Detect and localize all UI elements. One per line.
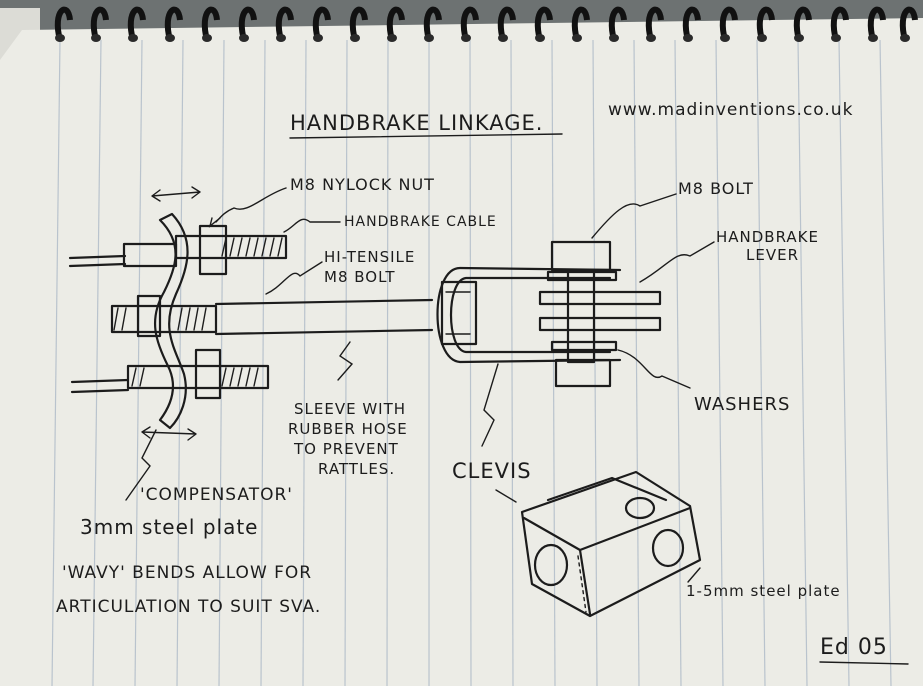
handbrake-lever-plate xyxy=(538,290,662,306)
label-m8-bolt-small: M8 BOLT xyxy=(324,268,396,286)
clevis-loop xyxy=(436,266,622,364)
rubber-hose-sleeve xyxy=(214,298,434,336)
compensator-assembly xyxy=(68,186,434,441)
label-clevis: CLEVIS xyxy=(452,459,532,483)
label-handbrake-cable: HANDBRAKE CABLE xyxy=(344,214,497,230)
clevis-hole-right xyxy=(651,528,685,568)
page-title: HANDBRAKE LINKAGE. xyxy=(290,111,543,135)
label-wavy-1: 'WAVY' BENDS ALLOW FOR xyxy=(62,563,312,583)
label-lever: LEVER xyxy=(746,246,799,264)
middle-threaded-rod xyxy=(110,304,218,334)
signature: Ed 05 xyxy=(820,635,888,660)
label-m8-bolt: M8 BOLT xyxy=(678,179,754,198)
clevis-perspective-sketch xyxy=(520,470,702,618)
clevis-bolt-head xyxy=(440,280,478,346)
washer-top xyxy=(546,270,618,282)
handbrake-lever-plate-2 xyxy=(538,316,662,332)
label-handbrake: HANDBRAKE xyxy=(716,228,819,246)
label-compensator: 'COMPENSATOR' xyxy=(140,485,293,505)
label-hi-tensile: HI-TENSILE xyxy=(324,248,415,266)
diagram-labels: HANDBRAKE LINKAGE. www.madinventions.co.… xyxy=(56,100,909,665)
leader-lines xyxy=(125,187,715,583)
website-url: www.madinventions.co.uk xyxy=(608,100,853,120)
bottom-threaded-rod xyxy=(126,364,270,390)
label-sleeve-3: TO PREVENT xyxy=(293,440,399,458)
middle-nut xyxy=(136,294,162,338)
label-sleeve-1: SLEEVE WITH xyxy=(294,400,406,418)
m8-nylock-nut xyxy=(198,224,228,276)
label-sleeve-4: RATTLES. xyxy=(318,460,395,478)
bottom-nut-lever xyxy=(554,358,612,388)
clevis-hole-top xyxy=(624,496,656,520)
washer-bottom xyxy=(550,340,618,352)
label-m8-nylock-nut: M8 NYLOCK NUT xyxy=(290,175,435,194)
spiral-binding xyxy=(54,6,918,41)
binding-holes xyxy=(55,34,910,42)
clevis-hole-left xyxy=(533,543,569,587)
clevis-lever-assembly xyxy=(436,240,662,388)
wavy-compensator-plate xyxy=(153,212,189,430)
bottom-nut xyxy=(194,348,222,400)
label-washers: WASHERS xyxy=(694,394,790,415)
label-wavy-2: ARTICULATION TO SUIT SVA. xyxy=(56,597,321,617)
label-3mm-plate: 3mm steel plate xyxy=(80,515,259,539)
label-1-5mm-plate: 1-5mm steel plate xyxy=(686,582,841,600)
label-sleeve-2: RUBBER HOSE xyxy=(288,420,408,438)
